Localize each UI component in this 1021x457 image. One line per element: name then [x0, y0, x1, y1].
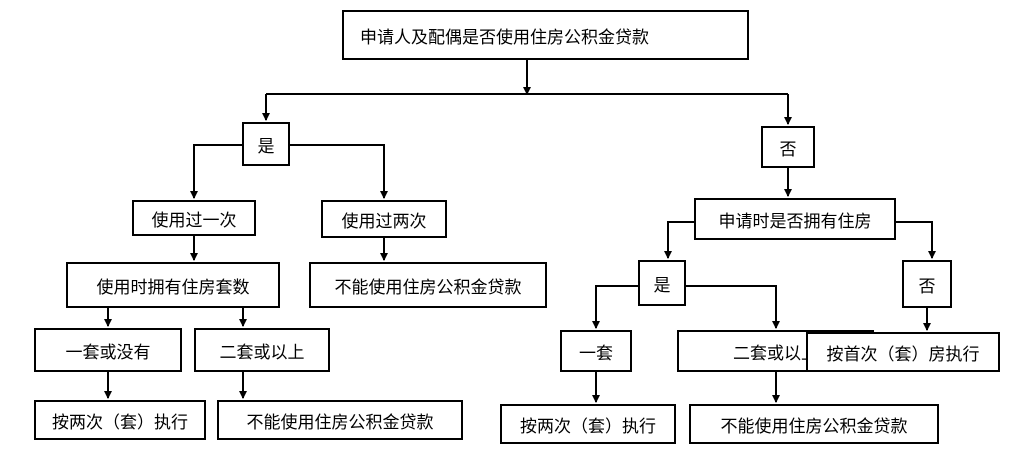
arrow-owns-house-to-no	[896, 221, 936, 259]
second-home-rule-box: 按两次（套）执行	[34, 400, 206, 440]
first-home-rule-box: 按首次（套）房执行	[806, 332, 1000, 372]
owns-house-no-box: 否	[902, 260, 952, 308]
owns-house-when-applying-box: 申请时是否拥有住房	[694, 198, 896, 240]
used-once-box: 使用过一次	[132, 200, 256, 236]
not-eligible-box-two-or-more: 不能使用住房公积金贷款	[217, 400, 463, 440]
two-or-more-houses-box: 二套或以上	[194, 328, 330, 372]
arrow-yes-to-used-twice	[290, 144, 388, 199]
second-home-rule-box-right: 按两次（套）执行	[500, 404, 676, 444]
houses-owned-when-used-box: 使用时拥有住房套数	[66, 262, 280, 308]
arrow-owns-yes-to-one	[592, 285, 638, 329]
no-box: 否	[761, 126, 815, 168]
not-eligible-box-used-twice: 不能使用住房公积金贷款	[309, 262, 547, 308]
one-house-box: 一套	[560, 330, 632, 372]
owns-house-yes-box: 是	[638, 260, 686, 306]
none-or-one-house-box: 一套或没有	[34, 328, 182, 372]
yes-box: 是	[242, 122, 290, 166]
root-question-box: 申请人及配偶是否使用住房公积金贷款	[342, 10, 749, 60]
not-eligible-box-right: 不能使用住房公积金贷款	[689, 404, 939, 444]
used-twice-box: 使用过两次	[321, 200, 447, 238]
arrow-owns-house-to-yes	[664, 221, 694, 259]
arrow-owns-yes-to-two-or-more	[686, 285, 780, 329]
arrow-yes-to-used-once	[190, 144, 242, 199]
